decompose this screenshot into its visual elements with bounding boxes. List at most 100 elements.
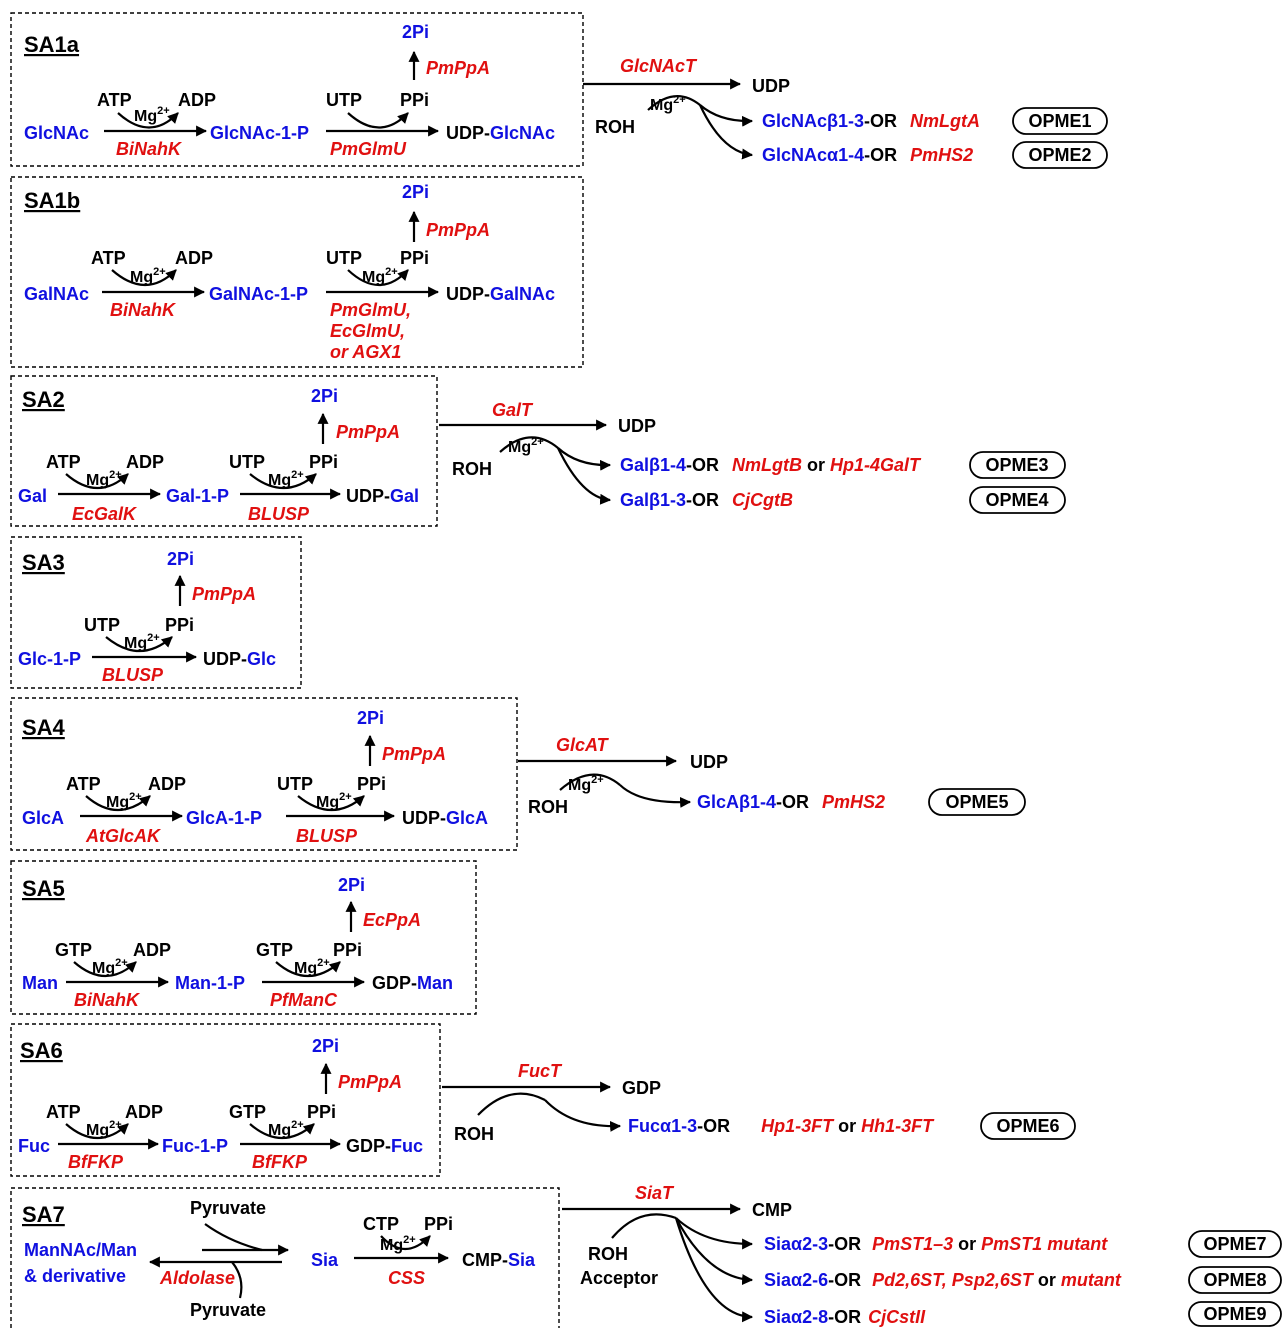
ppi-label: PPi xyxy=(400,248,429,268)
atp-label: ATP xyxy=(66,774,101,794)
cofactor-curve xyxy=(73,961,137,977)
adp-label: ADP xyxy=(126,452,164,472)
section-title: SA2 xyxy=(22,387,65,412)
ntp-label: GTP xyxy=(256,940,293,960)
opme-badge xyxy=(1188,1230,1282,1258)
two-pi: 2Pi xyxy=(357,708,384,728)
product-row: Galβ1-4-OR NmLgtB or Hp1-4GalT OPME3 xyxy=(620,451,1066,479)
ntp-label: GTP xyxy=(229,1102,266,1122)
product-row: Siaα2-6-OR Pd2,6ST, Psp2,6ST or mutant O… xyxy=(764,1266,1282,1294)
pyrophosphorylase-enzyme: or AGX1 xyxy=(330,342,401,362)
product-row: GlcNAcβ1-3-OR NmLgtA OPME1 xyxy=(762,107,1108,135)
svg-text:GlcNAcα1-4-OR PmHS2: GlcNAcα1-4-OR PmHS2 xyxy=(762,145,973,165)
section-sa5: SA5 2Pi EcPpA GTP ADP Mg2+ Man BiNahK Ma… xyxy=(10,860,477,1015)
section-title: SA4 xyxy=(22,715,66,740)
product-branch xyxy=(557,447,612,505)
mg-label: Mg2+ xyxy=(86,469,122,489)
mg-label: Mg2+ xyxy=(130,266,166,286)
ppi-label: PPi xyxy=(165,615,194,635)
opme-label: OPME7 xyxy=(1203,1234,1266,1254)
section-sa3: SA3 2Pi PmPpA UTP PPi Mg2+ Glc-1-P BLUSP… xyxy=(10,536,302,689)
cofactor-curve xyxy=(249,473,317,489)
ppi-label: PPi xyxy=(400,90,429,110)
ntp-label: UTP xyxy=(326,248,362,268)
svg-text:Galβ1-3-OR CjCgtB: Galβ1-3-OR CjCgtB xyxy=(620,490,793,510)
substrate-sugar: Fuc xyxy=(18,1136,50,1156)
ntp-label: UTP xyxy=(229,452,265,472)
opme-label: OPME3 xyxy=(985,455,1048,475)
pyruvate-in-curve xyxy=(204,1223,263,1252)
opme-badge xyxy=(969,486,1066,514)
ppase-enzyme: PmPpA xyxy=(382,744,446,764)
pyruvate-out-curve xyxy=(231,1261,243,1299)
adp-label: ADP xyxy=(133,940,171,960)
nucleotide-sugar: GDP-Fuc xyxy=(346,1136,423,1156)
nucleotide-sugar: UDP-GalNAc xyxy=(446,284,555,304)
two-pi: 2Pi xyxy=(312,1036,339,1056)
adp-label: ADP xyxy=(148,774,186,794)
mg-label: Mg2+ xyxy=(362,266,398,286)
opme-badge xyxy=(1188,1301,1282,1327)
transfer-curve xyxy=(477,1092,546,1116)
substrate-sugar: Gal xyxy=(18,486,47,506)
pyrophosphorylase-enzyme: BLUSP xyxy=(248,504,310,524)
transfer-glcnact: GlcNAcT UDP Mg2+ ROH GlcNAcβ1-3-OR NmLgt… xyxy=(583,56,1108,169)
byproduct: UDP xyxy=(690,752,728,772)
svg-text:Galβ1-4-OR NmLgtB or Hp1-4GalT: Galβ1-4-OR NmLgtB or Hp1-4GalT xyxy=(620,455,922,475)
svg-text:Fucα1-3-OR Hp1-3FT or Hh1-3FT: Fucα1-3-OR Hp1-3FT or Hh1-3FT xyxy=(628,1116,935,1136)
kinase-enzyme: EcGalK xyxy=(72,504,138,524)
sugar-1-phosphate: Fuc-1-P xyxy=(162,1136,228,1156)
cofactor-curve xyxy=(65,1123,129,1139)
ntp-label: UTP xyxy=(84,615,120,635)
sugar-1-phosphate: Glc-1-P xyxy=(18,649,81,669)
opme-badge xyxy=(1012,141,1108,169)
svg-text:Siaα2-3-OR PmST1–3 or PmST1 mu: Siaα2-3-OR PmST1–3 or PmST1 mutant xyxy=(764,1234,1108,1254)
ntp-label: UTP xyxy=(326,90,362,110)
section-sa2: SA2 2Pi PmPpA ATP ADP Mg2+ Gal EcGalK Ga… xyxy=(10,375,438,527)
mg-label: Mg2+ xyxy=(508,436,544,456)
cofactor-curve xyxy=(105,636,173,652)
atp-label: ATP xyxy=(46,452,81,472)
section-title: SA3 xyxy=(22,550,65,575)
section-box xyxy=(10,375,438,527)
acceptor-roh: ROH xyxy=(454,1124,494,1144)
nucleotide-sugar: UDP-Gal xyxy=(346,486,419,506)
product-row: Siaα2-8-OR CjCstII OPME9 xyxy=(764,1301,1282,1327)
two-pi: 2Pi xyxy=(167,549,194,569)
product-row: Galβ1-3-OR CjCgtB OPME4 xyxy=(620,486,1066,514)
section-box xyxy=(10,176,584,368)
product-branch xyxy=(544,1099,622,1132)
svg-text:Siaα2-8-OR CjCstII: Siaα2-8-OR CjCstII xyxy=(764,1307,926,1327)
product-row: Siaα2-3-OR PmST1–3 or PmST1 mutant OPME7 xyxy=(764,1230,1282,1258)
cofactor-curve xyxy=(297,795,365,811)
section-sa7: SA7 ManNAc/Man & derivative Pyruvate Pyr… xyxy=(10,1187,560,1328)
pyrophosphorylase-enzyme: PmGlmU xyxy=(330,139,407,159)
svg-text:Siaα2-6-OR Pd2,6ST, Psp2,6ST o: Siaα2-6-OR Pd2,6ST, Psp2,6ST or mutant xyxy=(764,1270,1122,1290)
section-box xyxy=(10,860,477,1015)
kinase-enzyme: AtGlcAK xyxy=(85,826,162,846)
product-branch xyxy=(699,104,754,160)
two-pi: 2Pi xyxy=(311,386,338,406)
substrate-sugar: GlcA xyxy=(22,808,64,828)
mg-label: Mg2+ xyxy=(92,957,128,977)
pyrophosphorylase-enzyme: PfManC xyxy=(270,990,338,1010)
product-branch xyxy=(557,447,612,471)
ppase-enzyme: PmPpA xyxy=(426,58,490,78)
adp-label: ADP xyxy=(125,1102,163,1122)
mg-label: Mg2+ xyxy=(134,105,170,125)
product-branch xyxy=(675,1217,754,1250)
opme-badge xyxy=(1012,107,1108,135)
precursor-sugar: ManNAc/Man xyxy=(24,1240,137,1260)
opme-label: OPME6 xyxy=(996,1116,1059,1136)
byproduct: GDP xyxy=(622,1078,661,1098)
product-row: GlcNAcα1-4-OR PmHS2 OPME2 xyxy=(762,141,1108,169)
ppi-label: PPi xyxy=(424,1214,453,1234)
precursor-sugar-derivative: & derivative xyxy=(24,1266,126,1286)
atp-label: ATP xyxy=(46,1102,81,1122)
byproduct: CMP xyxy=(752,1200,792,1220)
mg-label: Mg2+ xyxy=(650,94,686,114)
ppase-enzyme: PmPpA xyxy=(192,584,256,604)
adp-label: ADP xyxy=(175,248,213,268)
mg-label: Mg2+ xyxy=(316,791,352,811)
nucleotide-sugar: UDP-GlcA xyxy=(402,808,488,828)
